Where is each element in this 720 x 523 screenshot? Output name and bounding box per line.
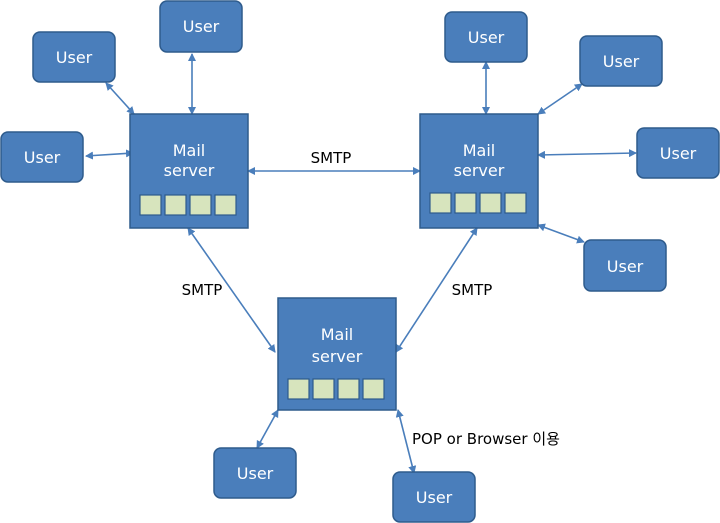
smtp-label-right: SMTP — [452, 281, 493, 299]
queue-slot — [214, 194, 237, 216]
smtp-label-left: SMTP — [182, 281, 223, 299]
user-box-right-upper: User — [579, 35, 663, 87]
user-label: User — [237, 464, 274, 483]
user-label: User — [183, 17, 220, 36]
smtp-label-top: SMTP — [311, 149, 352, 167]
queue-slot — [189, 194, 212, 216]
queue-slot — [139, 194, 162, 216]
user-box-right-middle: User — [636, 127, 720, 179]
arrow-user-right-upper — [537, 83, 583, 115]
server-label-line1: Mail — [173, 141, 206, 160]
user-label: User — [607, 257, 644, 276]
mail-queue-slots — [287, 378, 385, 400]
user-label: User — [416, 488, 453, 507]
user-box-left-top: User — [159, 0, 243, 53]
arrow-user-left-middle — [85, 149, 134, 160]
user-label: User — [660, 144, 697, 163]
queue-slot — [429, 192, 452, 214]
server-label-line2: server — [164, 161, 215, 180]
connections — [85, 53, 637, 474]
queue-slot — [504, 192, 527, 214]
queue-slot — [164, 194, 187, 216]
queue-slot — [454, 192, 477, 214]
server-label-line1: Mail — [463, 141, 496, 160]
user-box-left-upper: User — [32, 31, 116, 83]
arrow-server-right-to-server-bottom — [395, 227, 478, 353]
server-label-line2: server — [454, 161, 505, 180]
server-label-line2: server — [312, 347, 363, 366]
user-box-right-lower: User — [583, 239, 667, 292]
queue-slot — [312, 378, 335, 400]
mail-server-left: Mail server — [129, 113, 249, 229]
arrow-user-bottom-left — [256, 409, 279, 449]
queue-slot — [479, 192, 502, 214]
mail-queue-slots — [429, 192, 527, 214]
arrow-user-right-lower — [537, 223, 585, 244]
user-label: User — [56, 48, 93, 67]
user-box-bottom-right: User — [392, 471, 476, 523]
arrow-server-left-to-server-bottom — [187, 227, 276, 353]
arrow-user-left-upper — [105, 82, 135, 115]
queue-slot — [287, 378, 310, 400]
mail-server-right: Mail server — [419, 113, 539, 229]
user-box-bottom-left: User — [213, 447, 297, 499]
mail-server-bottom: Mail server — [277, 297, 397, 411]
queue-slot — [337, 378, 360, 400]
mail-queue-slots — [139, 194, 237, 216]
user-label: User — [468, 28, 505, 47]
pop-browser-label: POP or Browser 이용 — [412, 430, 560, 448]
user-label: User — [24, 148, 61, 167]
user-box-left-middle: User — [0, 131, 84, 183]
arrow-user-bottom-right — [395, 409, 417, 474]
queue-slot — [362, 378, 385, 400]
user-label: User — [603, 52, 640, 71]
server-label-line1: Mail — [321, 325, 354, 344]
user-box-right-top: User — [444, 11, 528, 63]
arrow-user-right-middle — [537, 149, 637, 159]
